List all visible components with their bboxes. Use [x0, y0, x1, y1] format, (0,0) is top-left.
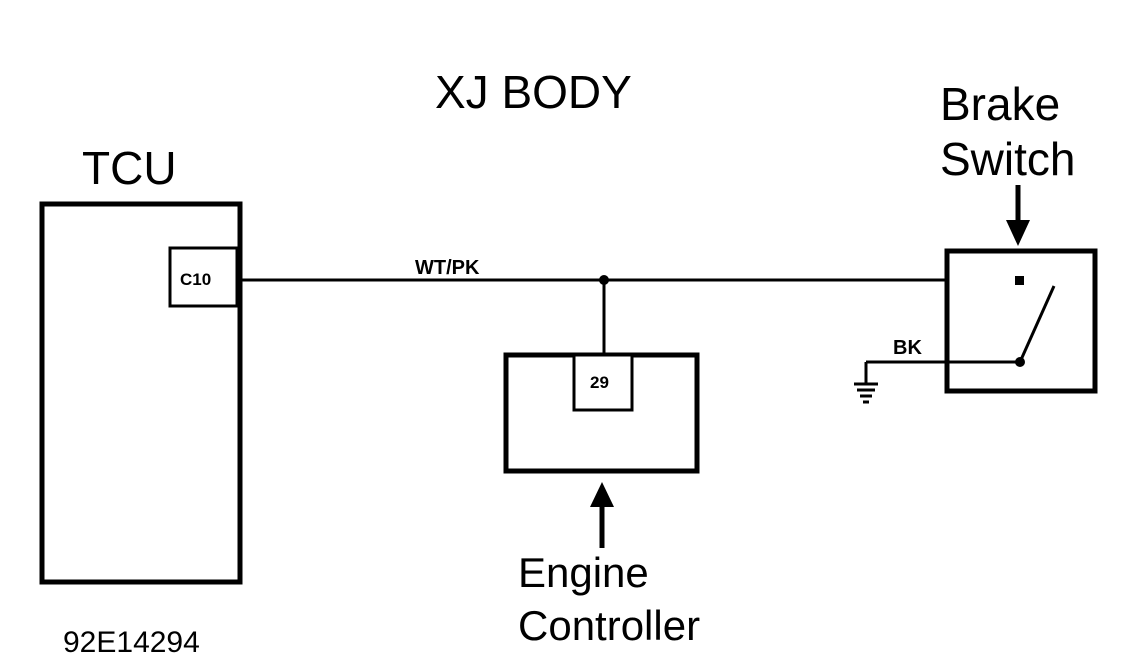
brake-switch-label-line2: Switch [940, 133, 1075, 185]
brake-switch-box [944, 248, 1098, 394]
brake-switch-label-line1: Brake [940, 78, 1060, 130]
tcu-pin-box [168, 246, 239, 308]
engine-controller-module: 29 Engine Controller [503, 352, 700, 649]
tcu-label: TCU [82, 142, 177, 194]
ground-wire-color-code: BK [893, 337, 922, 359]
engine-controller-arrow-head [590, 482, 614, 507]
brake-switch-arrow-head [1006, 220, 1030, 246]
ground-symbol [854, 362, 878, 404]
signal-wire-color-code: WT/PK [415, 257, 480, 279]
figure-id: 92E14294 [63, 626, 200, 659]
brake-switch-blade [1018, 285, 1056, 363]
brake-switch-module: Brake Switch [940, 78, 1098, 394]
diagram-title: XJ BODY [435, 66, 632, 118]
engine-controller-pin-box [572, 353, 634, 412]
brake-switch-top-contact [1015, 276, 1024, 285]
engine-controller-label-line2: Controller [518, 602, 700, 649]
engine-controller-label-line1: Engine [518, 549, 649, 596]
tcu-module: TCU C10 [39, 142, 243, 585]
engine-controller-pin-label: 29 [590, 373, 609, 392]
tcu-pin-label: C10 [180, 270, 211, 289]
